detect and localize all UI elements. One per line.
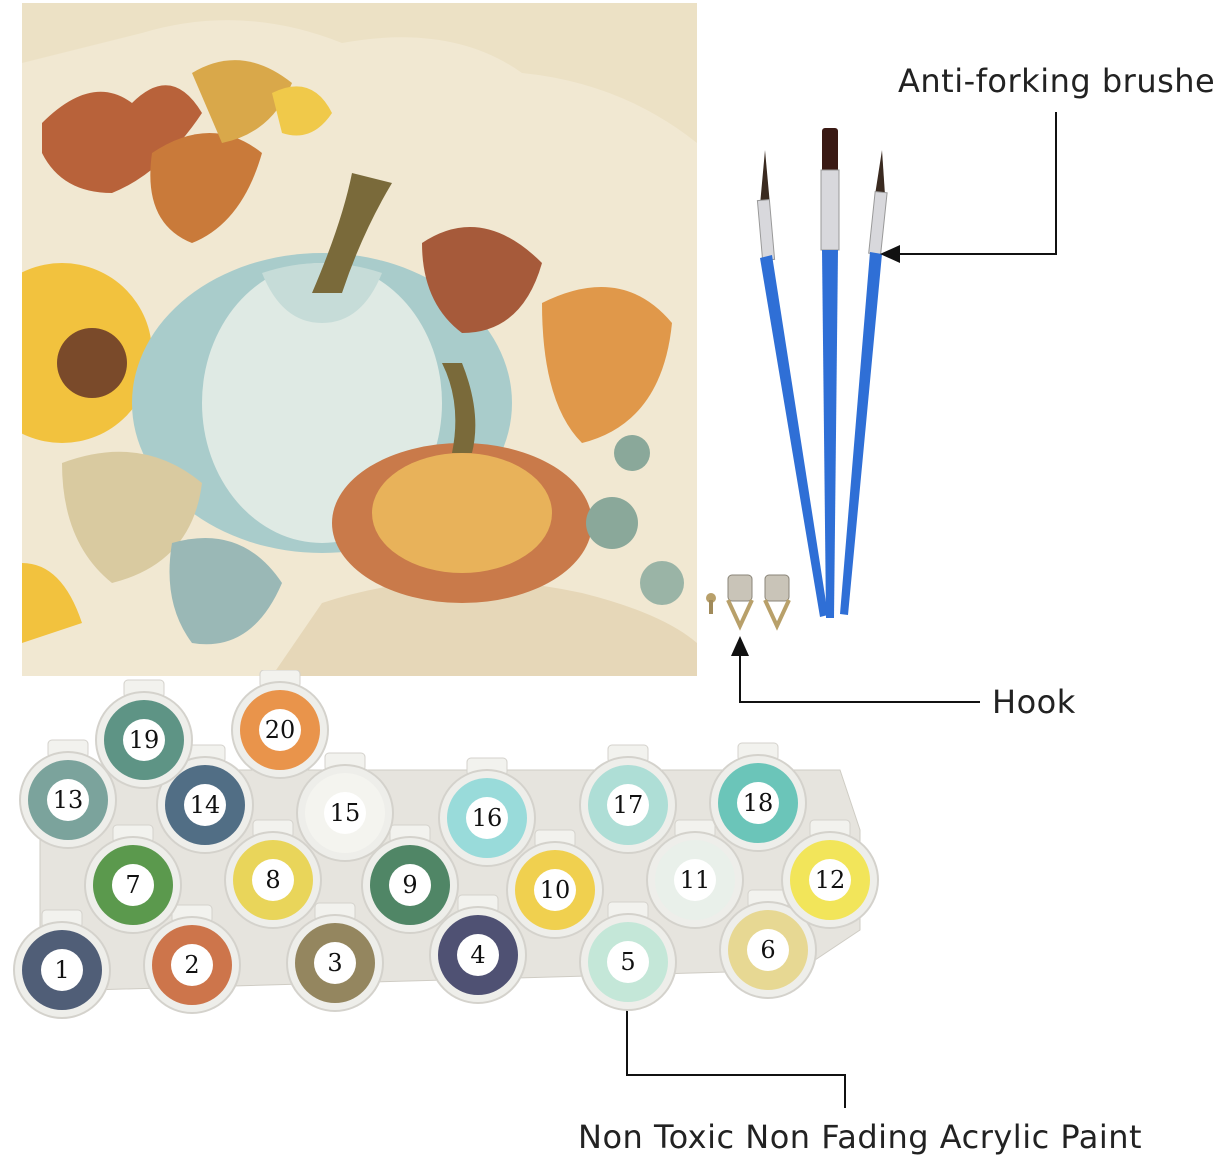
pot-number-label: 15: [330, 799, 361, 827]
pot-number-label: 18: [743, 789, 774, 817]
pot-number-label: 2: [184, 951, 199, 979]
paint-pot-11: 11: [646, 819, 744, 929]
pot-number-badge: [184, 784, 226, 826]
pot-number-label: 16: [472, 804, 503, 832]
pot-number-badge: [809, 859, 851, 901]
paint-pot-8: 8: [224, 819, 322, 929]
pot-number-badge: [47, 779, 89, 821]
pot-number-label: 20: [265, 716, 296, 744]
pot-number-badge: [389, 864, 431, 906]
pot-number-label: 13: [53, 786, 84, 814]
pot-number-label: 17: [613, 791, 644, 819]
pot-number-badge: [534, 869, 576, 911]
pot-number-badge: [674, 859, 716, 901]
paint-pot-14: 14: [156, 744, 254, 854]
paint-pot-17: 17: [579, 744, 677, 854]
pot-number-badge: [747, 929, 789, 971]
pot-number-label: 10: [540, 876, 571, 904]
paint-pot-3: 3: [286, 902, 384, 1012]
paint-pot-4: 4: [429, 894, 527, 1004]
pot-number-badge: [123, 719, 165, 761]
sawtooth-hooks: [706, 574, 791, 631]
paint-pot-5: 5: [579, 901, 677, 1011]
pot-number-badge: [41, 949, 83, 991]
pot-number-label: 7: [125, 871, 140, 899]
pot-number-badge: [737, 782, 779, 824]
pot-number-badge: [112, 864, 154, 906]
pot-number-badge: [607, 941, 649, 983]
pot-number-label: 5: [620, 948, 635, 976]
pot-number-badge: [252, 859, 294, 901]
brush-right: [840, 150, 888, 615]
paint-pot-7: 7: [84, 824, 182, 934]
paint-pot-18: 18: [709, 742, 807, 852]
paint-pot-9: 9: [361, 824, 459, 934]
brush-arrow-head: [880, 245, 900, 263]
brush-middle: [820, 128, 840, 618]
pot-number-label: 1: [54, 956, 69, 984]
pot-number-badge: [171, 944, 213, 986]
paint-pot-2: 2: [143, 904, 241, 1014]
pot-number-label: 9: [402, 871, 417, 899]
brush-annotation-line: [898, 112, 1057, 255]
pot-number-badge: [457, 934, 499, 976]
paint-pot-6: 6: [719, 889, 817, 999]
paint-pot-20: 20: [231, 670, 329, 779]
pot-number-label: 8: [265, 866, 280, 894]
paint-pot-10: 10: [506, 829, 604, 939]
brush-left: [756, 150, 828, 617]
pot-number-badge: [607, 784, 649, 826]
pot-number-badge: [324, 792, 366, 834]
pot-number-label: 14: [190, 791, 221, 819]
pumpkin-painting: [22, 3, 697, 676]
paint-annotation-line: [626, 985, 846, 1108]
pot-number-label: 3: [327, 949, 342, 977]
hook-label: Hook: [992, 683, 1076, 721]
paint-pot-1: 1: [13, 909, 111, 1019]
pot-number-label: 12: [815, 866, 846, 894]
pot-number-label: 4: [470, 941, 485, 969]
paint-pot-13: 13: [19, 739, 117, 849]
pot-number-badge: [259, 709, 301, 751]
hook-annotation-line: [739, 655, 980, 703]
pot-number-label: 19: [129, 726, 160, 754]
pot-number-label: 11: [680, 866, 711, 894]
paint-pot-19: 19: [95, 679, 193, 789]
brushes-label: Anti-forking brushes: [898, 62, 1214, 100]
paint-pot-15: 15: [296, 752, 394, 862]
paint-pot-12: 12: [781, 819, 879, 929]
paint-label: Non Toxic Non Fading Acrylic Paint: [578, 1118, 1143, 1156]
paint-pot-16: 16: [438, 757, 536, 867]
pot-number-badge: [314, 942, 356, 984]
pot-number-label: 6: [760, 936, 775, 964]
hook-arrow-head: [731, 636, 749, 656]
pot-number-badge: [466, 797, 508, 839]
